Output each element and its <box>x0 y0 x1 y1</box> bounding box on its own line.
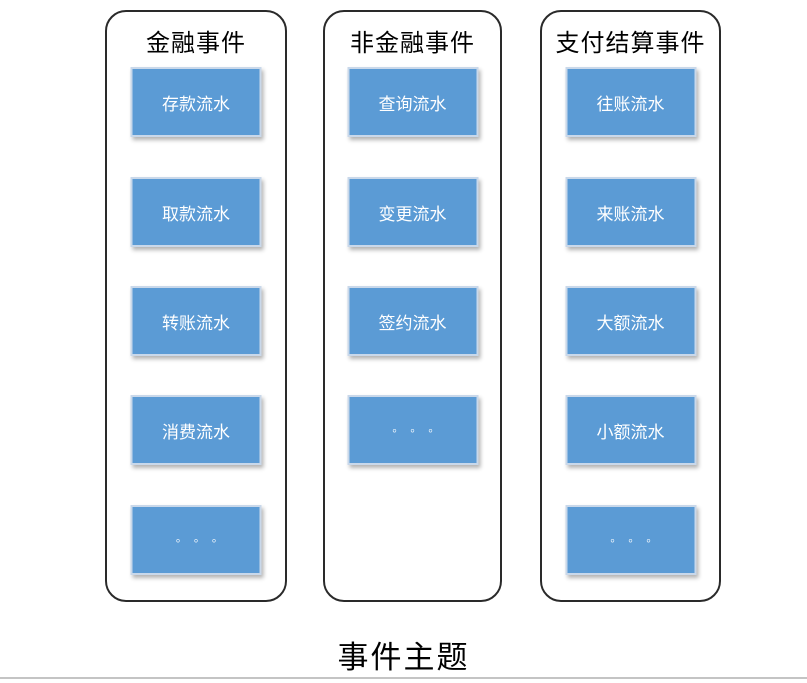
event-box: 来账流水 <box>565 177 696 247</box>
group-payment-settlement-events: 支付结算事件 往账流水来账流水大额流水小额流水 ◦◦◦ <box>540 10 721 602</box>
event-box: 取款流水 <box>130 177 262 247</box>
group-financial-events: 金融事件 存款流水取款流水转账流水消费流水 ◦◦◦ <box>105 10 287 602</box>
event-box: 查询流水 <box>347 67 478 137</box>
event-box: 变更流水 <box>347 177 478 247</box>
event-box: 存款流水 <box>130 67 262 137</box>
ellipsis-box: ◦◦◦ <box>347 395 478 465</box>
event-box: 签约流水 <box>347 286 478 356</box>
event-box: 往账流水 <box>565 67 696 137</box>
event-box: 转账流水 <box>130 286 262 356</box>
event-box: 大额流水 <box>565 286 696 356</box>
bottom-divider <box>0 677 807 679</box>
event-box: 消费流水 <box>130 395 262 465</box>
group-non-financial-events: 非金融事件 查询流水变更流水签约流水 ◦◦◦ <box>323 10 502 602</box>
diagram-caption: 事件主题 <box>337 640 470 675</box>
group-title: 非金融事件 <box>350 30 475 57</box>
event-box: 小额流水 <box>565 395 696 465</box>
group-title: 支付结算事件 <box>555 30 706 57</box>
ellipsis-box: ◦◦◦ <box>130 505 262 575</box>
group-title: 金融事件 <box>146 30 246 57</box>
ellipsis-box: ◦◦◦ <box>565 505 696 575</box>
